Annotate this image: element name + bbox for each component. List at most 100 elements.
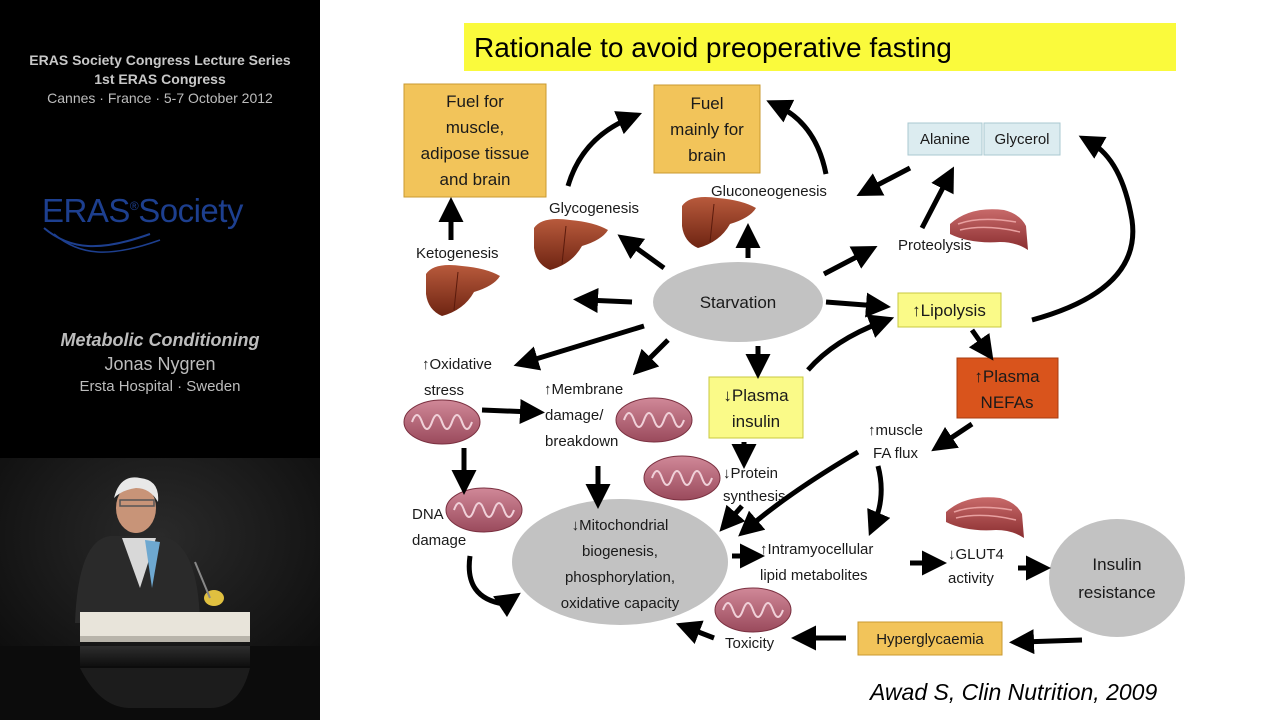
arrow-alanine-to-gluconeogenesis: [856, 165, 912, 197]
arrow-starvation-to-membrane: [632, 338, 670, 376]
starvation-node: Starvation: [653, 262, 823, 342]
arrow-dna-damage-to-mitochondrial: [466, 555, 521, 618]
plasma-insulin-box: ↓Plasma insulin: [708, 376, 804, 439]
congress-location: Cannes · France · 5-7 October 2012: [47, 90, 273, 106]
membrane-line-1: ↑Membrane: [544, 381, 623, 398]
proteolysis-label: Proteolysis: [898, 237, 971, 254]
intramyocellular-line-1: ↑Intramyocellular: [760, 541, 873, 558]
liver-icon: [426, 265, 500, 316]
arrow-muscle-fa-flux-to-mitochondrial: [738, 449, 860, 537]
logo-registered-mark: ®: [129, 199, 139, 213]
fuel-muscle-box: Fuel for muscle, adipose tissue and brai…: [403, 83, 547, 198]
oxidative-stress-line-1: ↑Oxidative: [422, 356, 492, 373]
logo-eras: ERAS: [42, 192, 130, 229]
slide: Rationale to avoid preoperative fasting: [320, 0, 1280, 720]
muscle-icon: [950, 209, 1028, 250]
citation: Awad S, Clin Nutrition, 2009: [870, 679, 1158, 705]
dna-damage-line-1: DNA: [412, 506, 444, 523]
logo-swoosh-icon: [43, 227, 161, 253]
arrow-toxicity-to-mitochondrial: [675, 620, 715, 644]
mitochondrion-icon: [714, 587, 792, 633]
fuel-muscle-line-3: adipose tissue: [421, 144, 530, 163]
fuel-muscle-line-4: and brain: [440, 170, 511, 189]
speaker-affiliation: Ersta Hospital · Sweden: [79, 378, 241, 395]
muscle-icon: [946, 497, 1024, 538]
hyperglycaemia-box: Hyperglycaemia: [857, 621, 1003, 656]
fuel-muscle-line-1: Fuel for: [446, 92, 504, 111]
alanine-label: Alanine: [920, 131, 970, 148]
liver-icon: [682, 197, 756, 248]
title-banner: Rationale to avoid preoperative fasting: [464, 23, 1176, 71]
glut4-line-2: activity: [948, 570, 994, 587]
arrow-oxidative-stress-to-membrane: [481, 399, 545, 425]
mitochondrial-line-1: ↓Mitochondrial: [572, 517, 669, 534]
arrow-plasma-nefas-to-muscle-fa-flux: [931, 421, 974, 452]
hyperglycaemia-label: Hyperglycaemia: [876, 631, 984, 648]
arrow-plasma-insulin-to-lipolysis: [806, 314, 895, 372]
sidebar: ERAS Society Congress Lecture Series 1st…: [0, 0, 320, 720]
glycerol-box: Glycerol: [983, 122, 1061, 156]
toxicity-label: Toxicity: [725, 635, 775, 652]
mitochondrial-line-3: phosphorylation,: [565, 569, 675, 586]
arrow-starvation-to-glycogenesis: [617, 234, 666, 271]
ketogenesis-label: Ketogenesis: [416, 245, 499, 262]
insulin-resistance-node: Insulin resistance: [1049, 519, 1185, 637]
mitochondrion-icon: [445, 487, 523, 533]
logo-society: Society: [138, 192, 243, 229]
liver-icon: [534, 219, 608, 270]
insulin-resistance-line-1: Insulin: [1092, 555, 1141, 574]
lipolysis-box: ↑Lipolysis: [897, 292, 1002, 328]
eras-society-logo: ERAS®Society: [40, 190, 290, 260]
gluconeogenesis-label: Gluconeogenesis: [711, 183, 827, 200]
starvation-label: Starvation: [700, 293, 777, 312]
arrow-starvation-to-ketogenesis: [573, 288, 633, 314]
series-title: ERAS Society Congress Lecture Series: [29, 52, 291, 68]
speaker-name: Jonas Nygren: [104, 354, 216, 374]
congress-name: 1st ERAS Congress: [94, 71, 226, 87]
arrow-starvation-to-proteolysis: [822, 245, 878, 277]
speaker-video: [0, 458, 320, 720]
plasma-insulin-line-1: ↓Plasma: [723, 386, 789, 405]
plasma-insulin-line-2: insulin: [732, 412, 780, 431]
insulin-resistance-line-2: resistance: [1078, 583, 1155, 602]
oxidative-stress-line-2: stress: [424, 382, 464, 399]
arrow-starvation-to-oxidative-stress: [513, 323, 645, 371]
fuel-brain-box: Fuel mainly for brain: [653, 84, 761, 174]
glycerol-label: Glycerol: [994, 131, 1049, 148]
arrow-insulin-resistance-to-hyperglycaemia: [1009, 629, 1083, 655]
fuel-brain-line-2: mainly for: [670, 120, 744, 139]
protein-synthesis-line-2: synthesis: [723, 488, 786, 505]
fuel-muscle-line-2: muscle,: [446, 118, 505, 137]
slide-title: Rationale to avoid preoperative fasting: [474, 32, 952, 63]
intramyocellular-line-2: lipid metabolites: [760, 567, 868, 584]
fuel-brain-line-3: brain: [688, 146, 726, 165]
glycogenesis-label: Glycogenesis: [549, 200, 639, 217]
membrane-line-3: breakdown: [545, 433, 618, 450]
arrow-muscle-fa-flux-to-intramyocellular: [867, 465, 891, 536]
lipolysis-label: ↑Lipolysis: [912, 301, 986, 320]
protein-synthesis-line-1: ↓Protein: [723, 465, 778, 482]
fuel-brain-line-1: Fuel: [690, 94, 723, 113]
mitochondrion-icon: [403, 399, 481, 445]
glut4-line-1: ↓GLUT4: [948, 546, 1004, 563]
arrow-protein-synthesis-to-mitochondrial: [719, 504, 746, 532]
muscle-fa-flux-line-1: ↑muscle: [868, 422, 923, 439]
dna-damage-line-2: damage: [412, 532, 466, 549]
arrow-starvation-to-lipolysis: [825, 292, 891, 318]
plasma-nefas-line-1: ↑Plasma: [974, 367, 1040, 386]
mitochondrial-node: ↓Mitochondrial biogenesis, phosphorylati…: [512, 499, 728, 625]
arrow-glycogenesis-to-fuel-brain: [565, 111, 642, 187]
muscle-fa-flux-line-2: FA flux: [873, 445, 919, 462]
arrow-lipolysis-to-plasma-nefas: [968, 328, 994, 361]
plasma-nefas-line-2: NEFAs: [981, 393, 1034, 412]
talk-title: Metabolic Conditioning: [60, 330, 260, 350]
arrow-lipolysis-to-glycerol: [1031, 135, 1136, 323]
metabolic-diagram: Fuel for muscle, adipose tissue and brai…: [403, 83, 1185, 656]
mitochondrial-line-2: biogenesis,: [582, 543, 658, 560]
plasma-nefas-box: ↑Plasma NEFAs: [956, 357, 1059, 419]
alanine-box: Alanine: [907, 122, 983, 156]
mitochondrion-icon: [615, 397, 693, 443]
arrow-proteolysis-to-alanine: [919, 166, 954, 230]
arrow-gluconeogenesis-to-fuel-brain: [766, 99, 829, 175]
membrane-line-2: damage/: [545, 407, 604, 424]
